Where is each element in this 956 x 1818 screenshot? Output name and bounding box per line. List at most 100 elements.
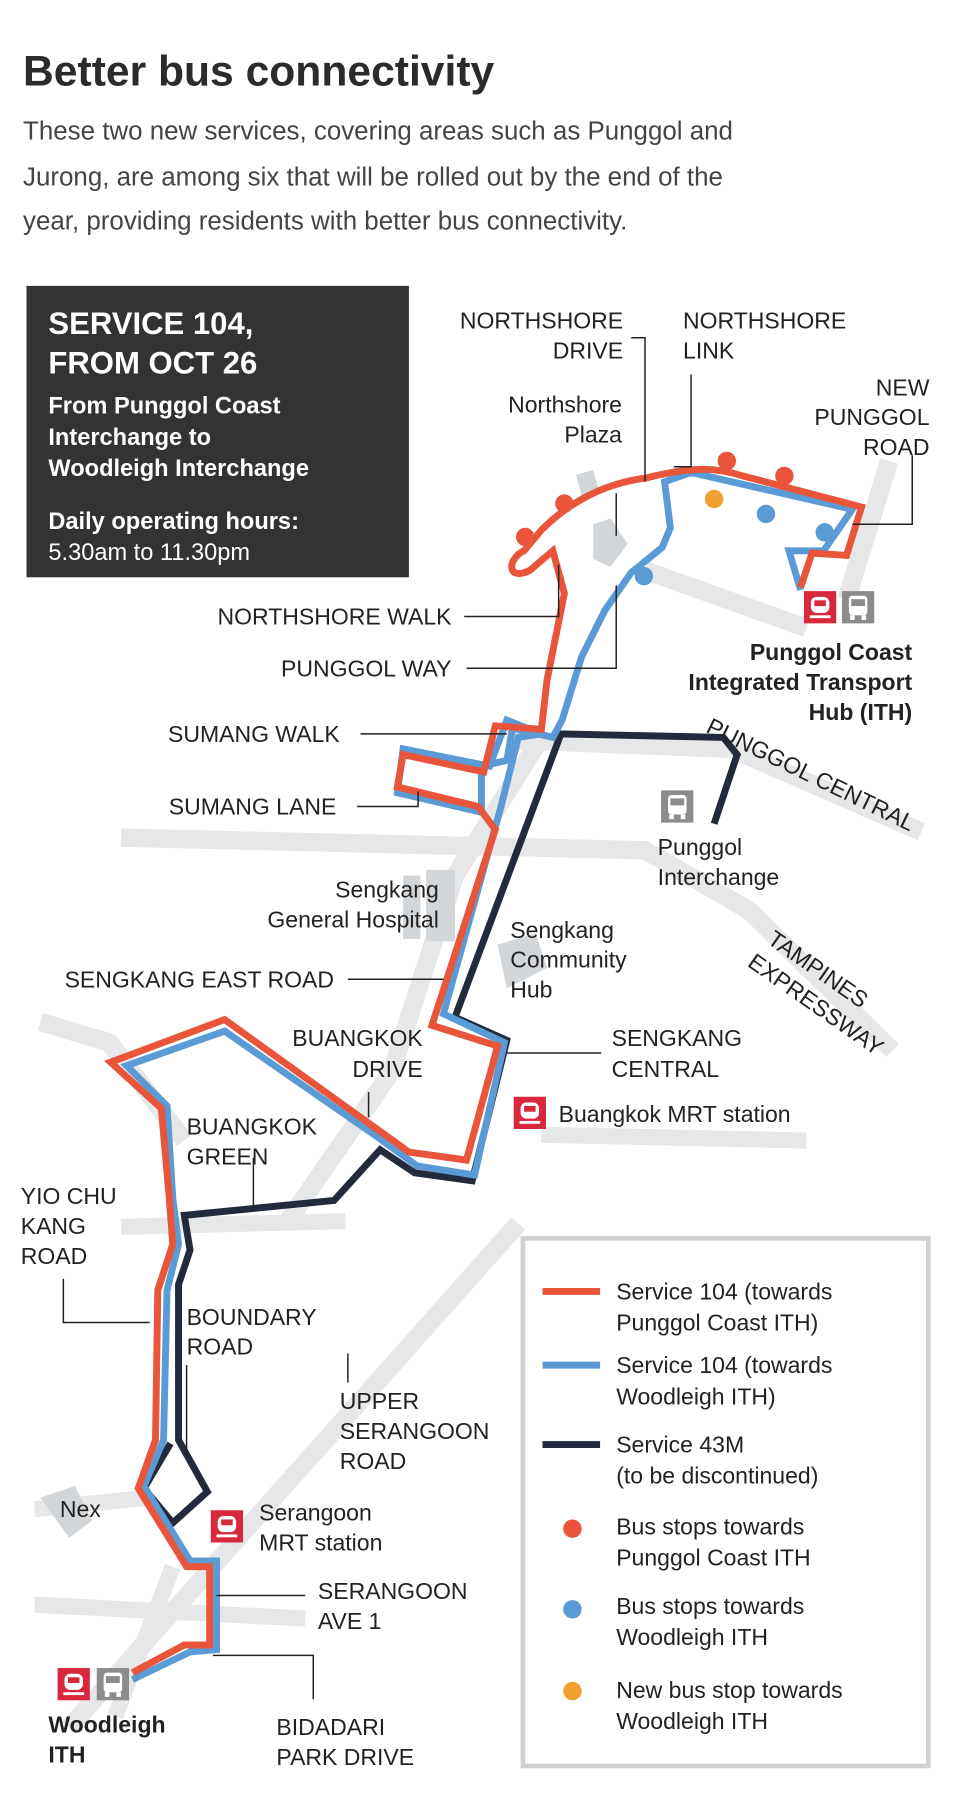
place-label-sengkang-community-hub: Community [510, 947, 627, 973]
bus-stop-towards-punggol[interactable] [555, 494, 574, 513]
road-label-punggol-central: PUNGGOL CENTRAL [703, 713, 920, 836]
legend-item-service-104-to-punggol: Service 104 (towards Punggol Coast ITH) [542, 1278, 832, 1336]
intro-line: These two new services, covering areas s… [23, 118, 733, 146]
buildings [40, 470, 628, 1538]
hours-label: Daily operating hours: [48, 509, 299, 535]
new-bus-stop-towards-woodleigh[interactable] [704, 489, 724, 509]
place-label-sengkang-general-hospital: Sengkang [335, 876, 439, 902]
legend-text: Bus stops towards [616, 1513, 804, 1539]
bus-stop-towards-punggol[interactable] [775, 466, 794, 486]
place-label-serangoon-mrt: Serangoon [259, 1500, 372, 1526]
place-label-serangoon-mrt: MRT station [259, 1530, 382, 1556]
legend-item-new-stop: New bus stop towards Woodleigh ITH [563, 1677, 843, 1734]
road-label-boundary-road: BOUNDARY [187, 1304, 317, 1330]
route-description: Woodleigh Interchange [48, 456, 309, 482]
service-info-box: SERVICE 104, FROM OCT 26 From Punggol Co… [26, 285, 409, 578]
place-label-northshore-plaza: Northshore [508, 392, 622, 418]
road-label-sumang-walk: SUMANG WALK [168, 721, 340, 747]
road-label-sumang-lane: SUMANG LANE [169, 794, 337, 820]
place-label-punggol-coast-ith: Hub (ITH) [809, 699, 913, 725]
road-label-buangkok-drive: BUANGKOK [292, 1025, 423, 1051]
legend-text: Woodleigh ITH [616, 1708, 768, 1734]
leader-lines [62, 336, 913, 1700]
page-title: Better bus connectivity [23, 47, 494, 95]
service-start-date: FROM OCT 26 [48, 345, 257, 380]
bus-stop-towards-punggol[interactable] [717, 451, 737, 471]
mrt-train-icon [513, 1096, 546, 1129]
route-43m [139, 730, 742, 1528]
road-label-boundary-road: ROAD [187, 1334, 253, 1360]
bus-icon [661, 790, 694, 823]
place-label-woodleigh-ith: ITH [48, 1741, 85, 1767]
road-label-buangkok-green: GREEN [187, 1144, 269, 1170]
legend-text: Service 104 (towards [616, 1352, 832, 1378]
bus-icon [841, 591, 875, 624]
road-label-bidadari-park-drive: BIDADARI [276, 1714, 385, 1740]
legend-text: Service 104 (towards [616, 1278, 832, 1304]
road-label-northshore-walk: NORTHSHORE WALK [217, 604, 452, 630]
place-label-woodleigh-ith: Woodleigh [48, 1712, 165, 1738]
mrt-train-icon [210, 1510, 244, 1543]
road-label-buangkok-drive: DRIVE [352, 1056, 422, 1082]
legend-text: Woodleigh ITH) [616, 1383, 775, 1409]
road-label-upper-serangoon-road: UPPER [340, 1388, 419, 1414]
road-label-sengkang-east-road: SENGKANG EAST ROAD [65, 966, 334, 992]
legend-text: Punggol Coast ITH [616, 1545, 810, 1571]
road-label-serangoon-ave-1: SERANGOON [318, 1578, 468, 1604]
road-label-serangoon-ave-1: AVE 1 [318, 1608, 382, 1634]
road-label-northshore-drive: DRIVE [553, 337, 623, 363]
road-label-northshore-link: LINK [683, 337, 735, 363]
place-label-sengkang-community-hub: Hub [510, 977, 552, 1003]
place-label-punggol-coast-ith: Integrated Transport [688, 669, 912, 695]
legend-text: New bus stop towards [616, 1677, 842, 1703]
legend-text: (to be discontinued) [616, 1463, 818, 1489]
route-description: From Punggol Coast [48, 394, 280, 420]
bus-stop-towards-woodleigh[interactable] [634, 566, 654, 586]
place-label-punggol-coast-ith: Punggol Coast [750, 639, 913, 665]
road-label-new-punggol-road: NEW [876, 374, 930, 400]
road-label-upper-serangoon-road: SERANGOON [340, 1418, 490, 1444]
route-description: Interchange to [48, 425, 211, 451]
mrt-train-icon [57, 1668, 90, 1701]
road-label-yio-chu-kang-road: ROAD [21, 1243, 88, 1269]
mrt-train-icon [803, 591, 837, 624]
legend-text: Bus stops towards [616, 1593, 804, 1619]
road-label-upper-serangoon-road: ROAD [340, 1448, 406, 1474]
service-title: SERVICE 104, [48, 306, 253, 341]
road-label-punggol-way: PUNGGOL WAY [281, 655, 452, 681]
route-104-to-punggol [104, 465, 866, 1676]
road-label-northshore-link: NORTHSHORE [683, 307, 846, 333]
road-label-sengkang-central: SENGKANG [612, 1025, 742, 1051]
road-label-northshore-drive: NORTHSHORE [460, 307, 623, 333]
legend-item-stops-to-punggol: Bus stops towards Punggol Coast ITH [563, 1513, 811, 1571]
road-label-bidadari-park-drive: PARK DRIVE [276, 1744, 414, 1770]
road-label-yio-chu-kang-road: KANG [21, 1213, 86, 1239]
place-label-nex: Nex [60, 1496, 101, 1522]
legend: Service 104 (towards Punggol Coast ITH) … [520, 1236, 931, 1769]
road-label-new-punggol-road: PUNGGOL [814, 404, 929, 430]
legend-item-service-104-to-woodleigh: Service 104 (towards Woodleigh ITH) [542, 1352, 832, 1409]
legend-text: Woodleigh ITH [616, 1624, 768, 1650]
intro-line: year, providing residents with better bu… [23, 207, 627, 235]
road-label-sengkang-central: CENTRAL [612, 1056, 720, 1082]
hours-value: 5.30am to 11.30pm [48, 540, 250, 566]
place-label-punggol-interchange: Interchange [658, 864, 780, 890]
bus-stops [516, 451, 834, 586]
bus-icon [96, 1668, 130, 1701]
legend-item-stops-to-woodleigh: Bus stops towards Woodleigh ITH [563, 1593, 804, 1650]
road-label-buangkok-green: BUANGKOK [187, 1114, 318, 1140]
road-label-new-punggol-road: ROAD [863, 434, 930, 460]
place-label-punggol-interchange: Punggol [658, 834, 742, 860]
bus-stop-towards-woodleigh[interactable] [756, 504, 776, 524]
legend-text: Punggol Coast ITH) [616, 1310, 818, 1336]
place-label-buangkok-mrt: Buangkok MRT station [559, 1101, 791, 1127]
bus-stop-towards-woodleigh[interactable] [815, 523, 834, 542]
place-label-northshore-plaza: Plaza [564, 422, 622, 448]
place-label-sengkang-community-hub: Sengkang [510, 917, 614, 943]
bus-stop-towards-punggol[interactable] [516, 527, 535, 547]
legend-item-service-43m: Service 43M (to be discontinued) [542, 1432, 818, 1489]
legend-text: Service 43M [616, 1432, 744, 1458]
place-label-sengkang-general-hospital: General Hospital [267, 906, 438, 932]
intro-line: Jurong, are among six that will be rolle… [23, 164, 723, 192]
